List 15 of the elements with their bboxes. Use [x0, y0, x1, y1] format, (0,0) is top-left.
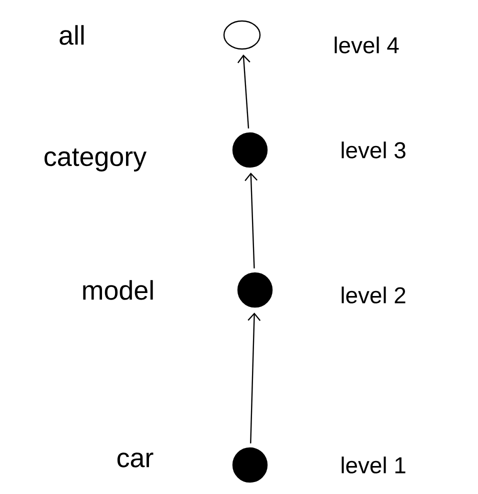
level-label: level 1: [342, 456, 406, 474]
level-label: level 3: [342, 142, 406, 158]
arrow: [244, 172, 258, 268]
node-label: category: [44, 148, 147, 172]
level-label: level 4: [334, 36, 399, 54]
label: all: [60, 25, 84, 45]
arrow: [237, 54, 250, 128]
level-label: level 2: [342, 286, 406, 304]
arrow: [248, 312, 261, 444]
dot: [232, 447, 268, 483]
node-label: car: [117, 452, 154, 468]
dot: [237, 272, 273, 308]
dot: [232, 132, 268, 168]
node-label: model: [83, 280, 153, 300]
ellipse: [223, 20, 261, 50]
